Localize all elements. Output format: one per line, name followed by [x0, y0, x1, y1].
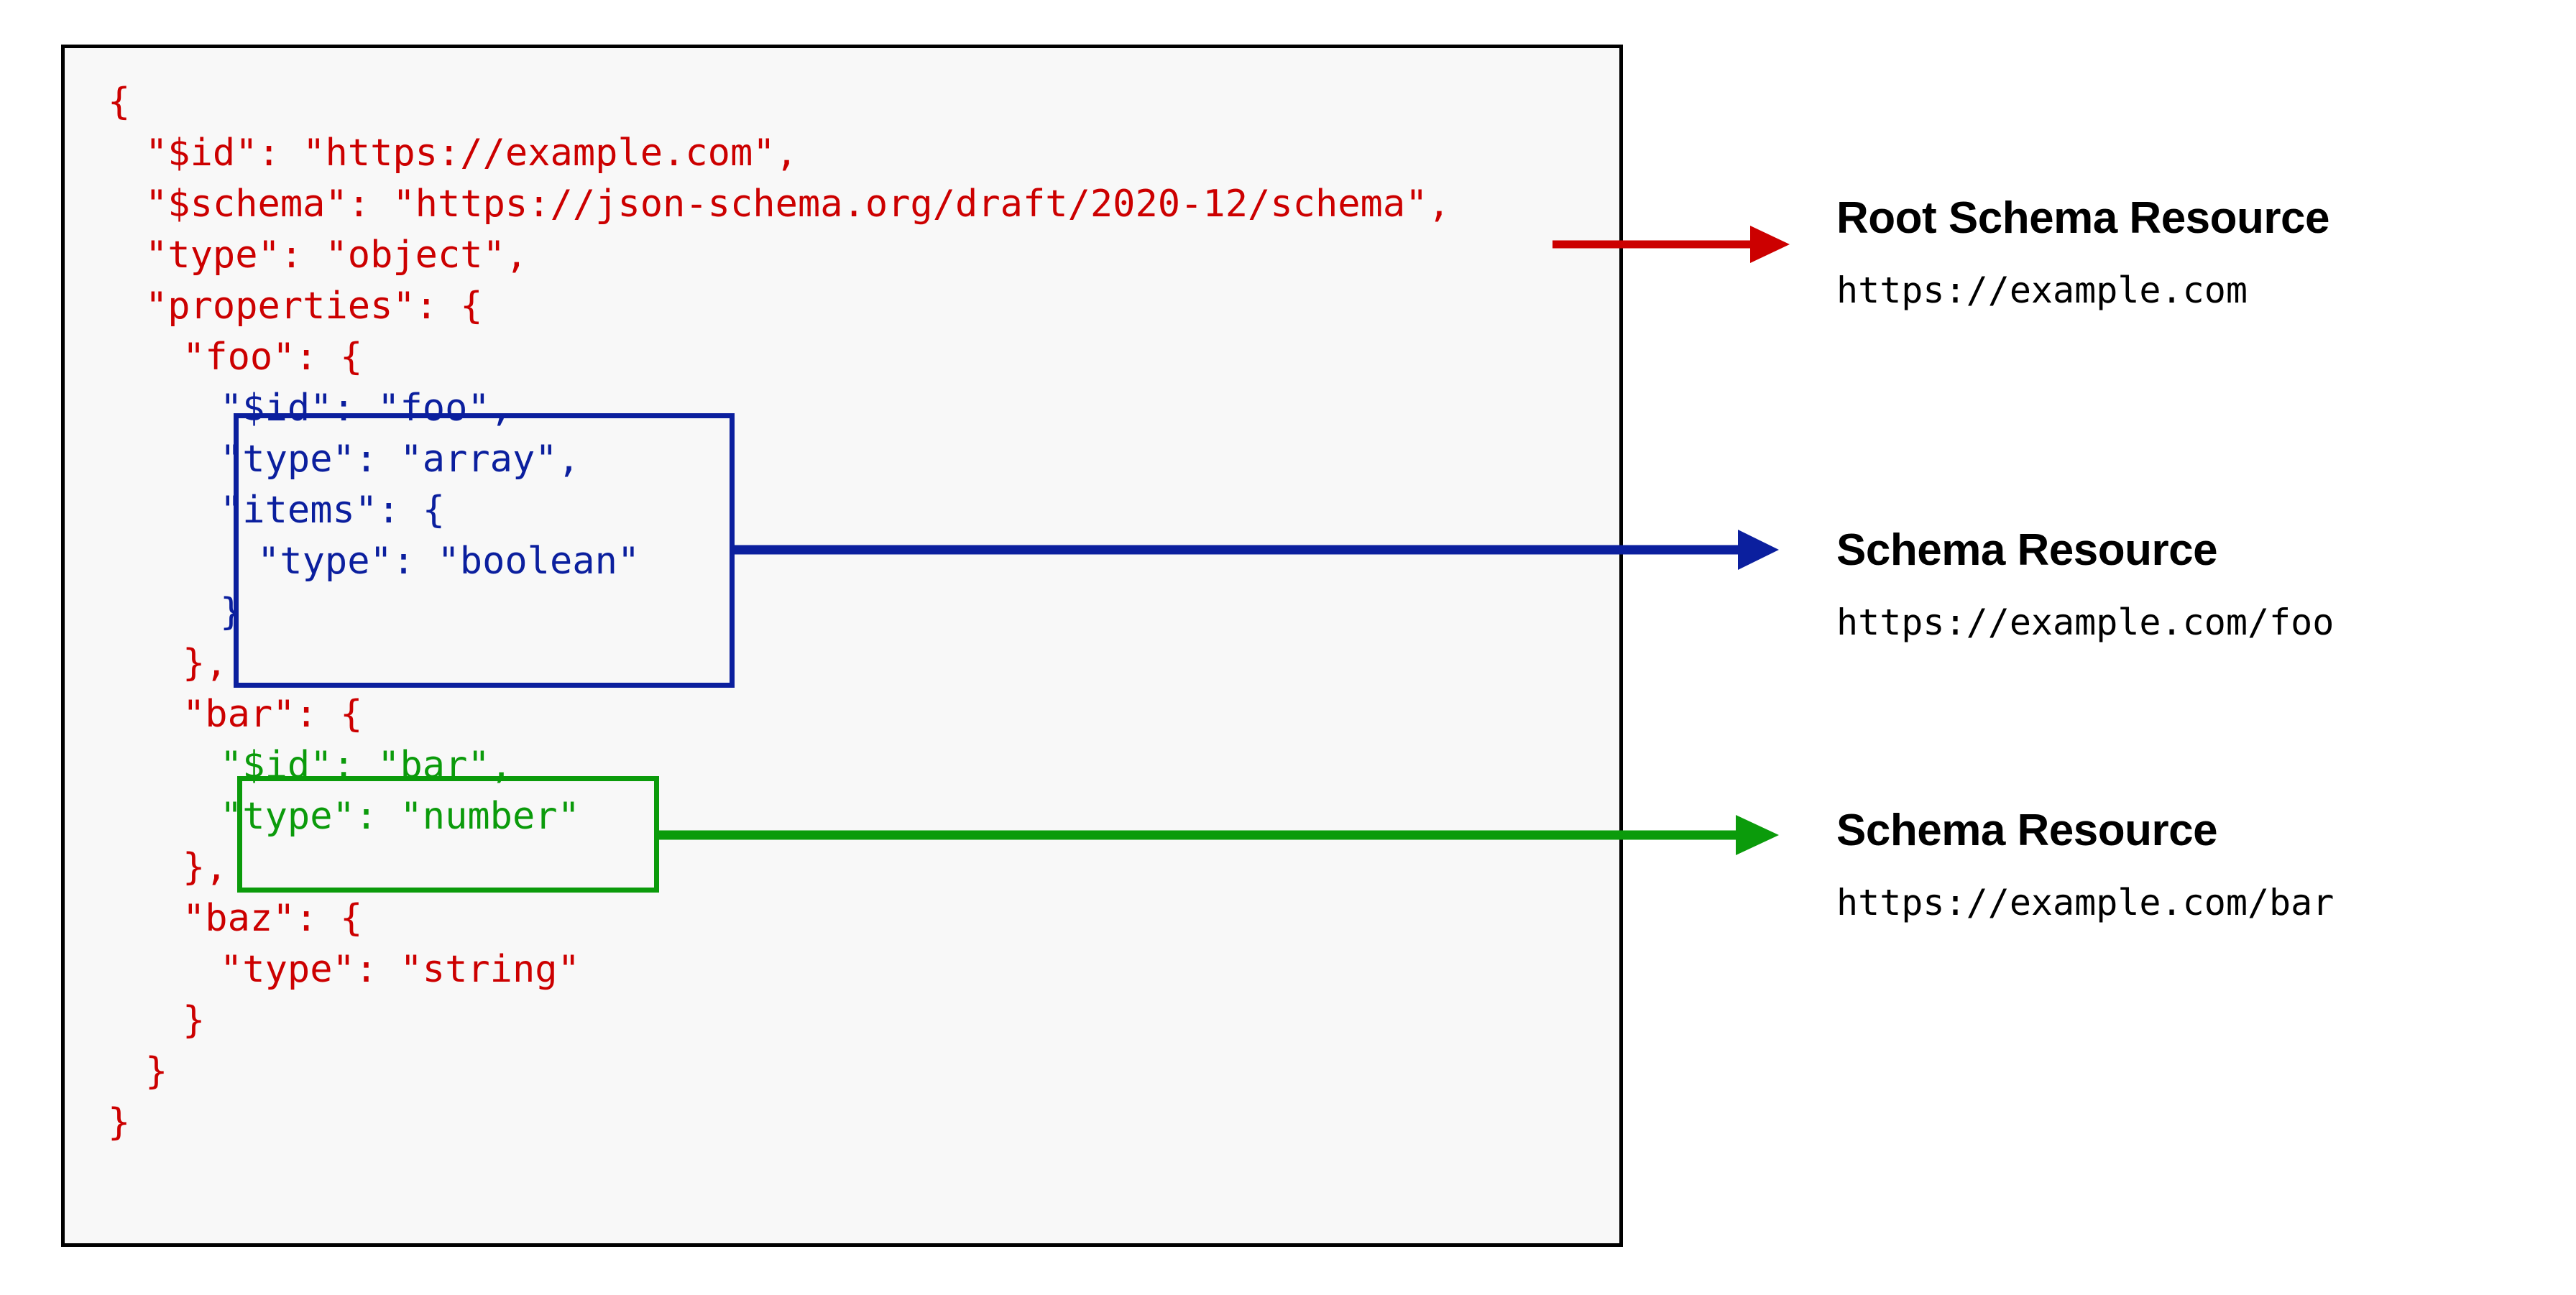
bar-subschema-box — [237, 776, 659, 893]
legend-url: https://example.com — [1836, 269, 2248, 311]
json-code-block: { "$id": "https://example.com", "$schema":… — [108, 77, 1450, 1148]
code-line: "baz": { — [183, 897, 363, 940]
legend-url: https://example.com/bar — [1836, 882, 2334, 923]
code-line: } — [183, 999, 206, 1042]
legend-bar-schema-resource: Schema Resource https://example.com/bar — [1836, 805, 2334, 923]
code-line: "$id": "foo", — [220, 387, 512, 430]
code-line: "items": { — [220, 489, 446, 532]
foo-subschema-box — [234, 413, 735, 688]
code-line: "bar": { — [183, 693, 363, 736]
json-code-panel: { "$id": "https://example.com", "$schema":… — [61, 45, 1623, 1247]
code-line: }, — [183, 642, 228, 685]
bar-schema-arrow — [654, 815, 1779, 855]
code-line: "$id": "https://example.com", — [145, 132, 798, 175]
code-line: "foo": { — [183, 336, 363, 379]
code-line: "properties": { — [145, 285, 483, 328]
legend-foo-schema-resource: Schema Resource https://example.com/foo — [1836, 525, 2334, 643]
legend-title: Schema Resource — [1836, 806, 2218, 855]
legend-title: Root Schema Resource — [1836, 193, 2330, 243]
legend-title: Schema Resource — [1836, 525, 2218, 575]
code-line: "$schema": "https://json-schema.org/draf… — [145, 183, 1450, 226]
code-line: } — [108, 1101, 131, 1144]
root-schema-arrow — [1552, 226, 1790, 263]
code-line: "type": "array", — [220, 438, 580, 481]
code-line: "type": "object", — [145, 234, 528, 277]
code-line: { — [108, 80, 131, 124]
code-line: } — [145, 1050, 168, 1093]
code-line: "type": "number" — [220, 795, 580, 838]
code-line: } — [220, 591, 243, 634]
code-line: }, — [183, 846, 228, 889]
legend-root-schema-resource: Root Schema Resource https://example.com — [1836, 193, 2330, 311]
legend-url: https://example.com/foo — [1836, 602, 2334, 643]
code-line: "type": "string" — [220, 948, 580, 991]
code-line: "type": "boolean" — [257, 540, 640, 583]
foo-schema-arrow — [730, 530, 1779, 570]
